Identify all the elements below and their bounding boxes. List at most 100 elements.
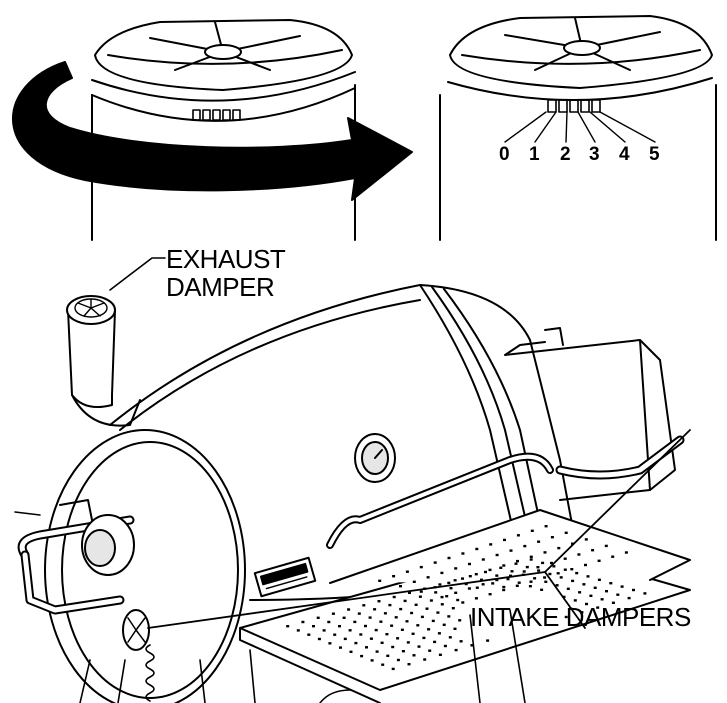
- perforation-dot: [516, 534, 520, 537]
- perforation-dot: [489, 543, 493, 546]
- perforation-dot: [433, 561, 437, 564]
- perforation-dot: [388, 603, 392, 607]
- perforation-dot: [481, 558, 485, 561]
- intake-leaders: [147, 429, 691, 629]
- perforation-dot: [470, 644, 474, 647]
- perforation-dot: [506, 577, 510, 581]
- perforation-dot: [312, 625, 315, 628]
- perforation-dot: [474, 597, 478, 600]
- perforation-dot: [380, 641, 384, 644]
- intake-damper-icon: [122, 609, 150, 651]
- perforation-dot: [509, 549, 513, 552]
- perforation-dot: [428, 649, 432, 652]
- perforation-dot: [543, 551, 547, 554]
- perforation-dot: [488, 568, 492, 572]
- perforation-dot: [426, 576, 430, 579]
- perforation-dot: [529, 558, 533, 561]
- perforation-dot: [555, 584, 559, 587]
- perforation-dot: [528, 585, 532, 588]
- perforation-dot: [381, 663, 385, 666]
- perforation-dot: [543, 576, 547, 579]
- perforation-dot: [502, 585, 506, 589]
- perforation-dot: [343, 637, 347, 641]
- perforation-dot: [443, 644, 447, 648]
- perforation-dot: [440, 595, 444, 599]
- perforation-dot: [541, 561, 545, 565]
- perforation-dot: [419, 565, 423, 569]
- perforation-dot: [475, 586, 479, 589]
- perforation-dot: [488, 593, 492, 596]
- perforation-dot: [373, 608, 377, 611]
- perforation-dot: [454, 591, 458, 594]
- perforation-dot: [438, 583, 442, 586]
- rotation-arrow-icon: [12, 61, 413, 201]
- perforation-dot: [502, 588, 506, 592]
- perforation-dot: [562, 595, 566, 599]
- shelf-perforations: [286, 525, 647, 671]
- perforation-dot: [537, 540, 541, 543]
- exhaust-slots-left: [192, 109, 241, 121]
- exhaust-cap-closeup-right: [439, 15, 717, 241]
- perforation-dot: [392, 595, 396, 599]
- perforation-dot: [418, 595, 422, 598]
- perforation-dot: [517, 581, 521, 584]
- perforation-dot: [423, 658, 427, 661]
- perforation-dot: [391, 667, 395, 671]
- perforation-dot: [422, 636, 426, 640]
- perforation-dot: [563, 568, 567, 571]
- perforation-dot: [425, 607, 429, 610]
- perforation-dot: [495, 574, 499, 577]
- perforation-dot: [632, 588, 635, 592]
- perforation-dot: [362, 604, 366, 607]
- side-shelf: [239, 509, 691, 703]
- perforation-dot: [584, 538, 588, 541]
- perforation-dot: [411, 632, 415, 635]
- perforation-dot: [301, 620, 305, 624]
- perforation-dot: [540, 588, 544, 591]
- perforation-dot: [611, 555, 615, 558]
- perforation-dot: [410, 611, 414, 615]
- perforation-dot: [575, 571, 579, 575]
- setting-3: 3: [589, 144, 600, 165]
- perforation-dot: [461, 577, 464, 580]
- exhaust-damper-label: EXHAUST DAMPER: [166, 246, 286, 300]
- intake-dampers-label: INTAKE DAMPERS: [470, 602, 691, 632]
- perforation-dot: [456, 598, 460, 602]
- perforation-dot: [440, 571, 444, 575]
- perforation-dot: [394, 616, 398, 619]
- perforation-dot: [374, 628, 378, 632]
- perforation-dot: [405, 570, 409, 573]
- perforation-dot: [461, 601, 465, 604]
- perforation-dot: [419, 590, 423, 593]
- exhaust-damper-icon: [74, 298, 108, 318]
- perforation-dot: [620, 585, 624, 588]
- perforation-dot: [559, 576, 563, 579]
- perforation-dot: [339, 646, 342, 649]
- perforation-dot: [307, 633, 311, 636]
- perforation-dot: [391, 645, 395, 649]
- perforation-dot: [354, 641, 358, 645]
- perforation-dot: [533, 577, 537, 580]
- perforation-dot: [458, 619, 462, 622]
- perforation-dot: [556, 572, 560, 575]
- perforation-dot: [616, 593, 620, 596]
- perforation-dot: [586, 575, 590, 578]
- perforation-dot: [523, 544, 527, 548]
- perforation-dot: [550, 536, 554, 539]
- perforation-dot: [408, 591, 411, 594]
- brand-plate: [253, 556, 317, 598]
- perforation-dot: [405, 620, 409, 623]
- perforation-dot: [447, 556, 451, 560]
- perforation-dot: [566, 587, 570, 590]
- exhaust-stack: [66, 295, 141, 427]
- exhaust-leader: [109, 257, 166, 291]
- perforation-dot: [544, 525, 548, 528]
- perforation-dot: [548, 572, 552, 576]
- perforation-dot: [627, 596, 631, 600]
- perforation-dot: [454, 567, 458, 570]
- perforation-dot: [563, 557, 567, 560]
- perforation-dot: [434, 591, 438, 594]
- perforation-dot: [529, 580, 533, 583]
- perforation-dot: [316, 616, 320, 619]
- perforation-dot: [495, 578, 499, 582]
